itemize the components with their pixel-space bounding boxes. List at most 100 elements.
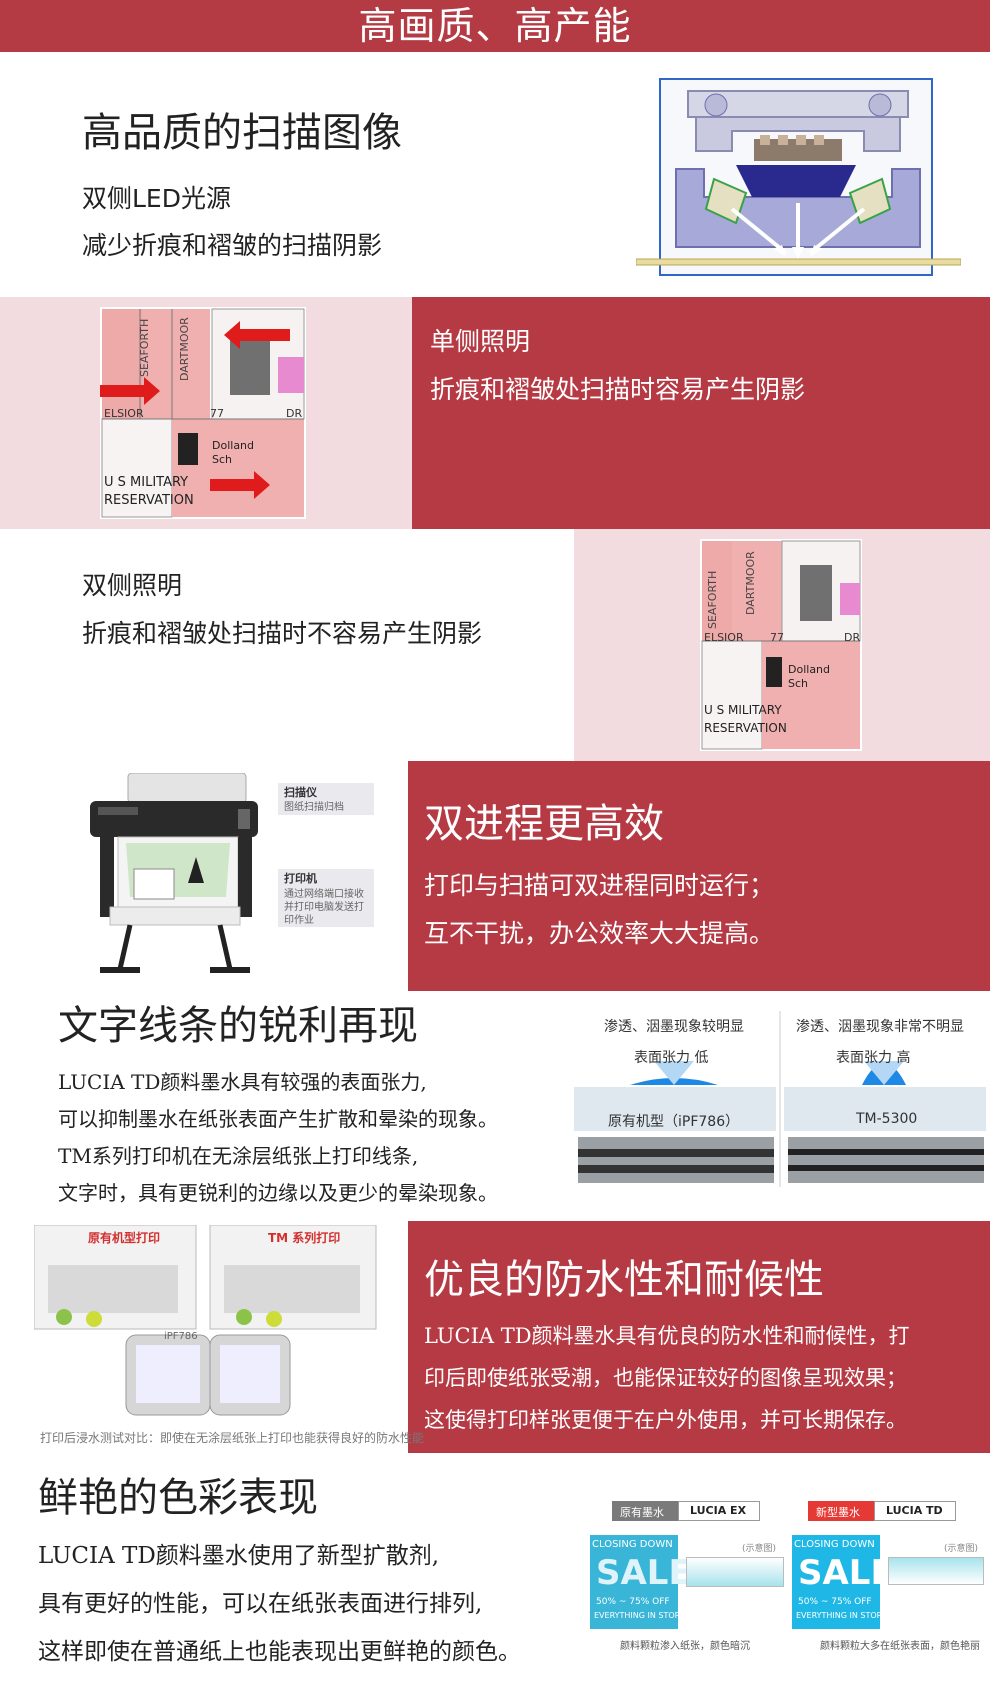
map-label: DR: [286, 407, 303, 420]
diagram-label: 原有机型（iPF786）: [608, 1114, 740, 1130]
paper-surface-right: [888, 1557, 984, 1585]
section-text-line: 互不干扰，办公效率大大提高。: [424, 919, 775, 948]
sale-word: SALE: [798, 1553, 894, 1593]
section-heading: 鲜艳的色彩表现: [38, 1475, 318, 1521]
name-box: [678, 1501, 760, 1521]
diagram-label: 表面张力 低: [634, 1050, 709, 1066]
paper-surface-left: [686, 1557, 784, 1587]
ink-tag: 原有墨水: [620, 1506, 664, 1519]
section-heading: 文字线条的锐利再现: [58, 1003, 418, 1049]
ink-name: LUCIA TD: [886, 1504, 943, 1517]
ink-compare-left-header: 原有墨水 LUCIA EX: [612, 1501, 760, 1521]
section-text-line: 打印与扫描可双进程同时运行；: [424, 871, 775, 900]
waterproof-test-image: 原有机型打印 TM 系列打印 iPF786: [34, 1225, 384, 1425]
sale-top: CLOSING DOWN: [794, 1539, 875, 1550]
banner-title: 高画质、高产能: [358, 4, 632, 48]
map-label: Sch: [788, 677, 809, 690]
sale-sub: 50% ~ 75% OFF: [798, 1597, 872, 1607]
section-heading: 双进程更高效: [424, 801, 664, 847]
section-dual-process: 双进程更高效 打印与扫描可双进程同时运行； 互不干扰，办公效率大大提高。: [0, 761, 990, 991]
map-label: DARTMOOR: [744, 551, 757, 615]
map-label: U S MILITARY: [704, 703, 782, 717]
section-text-line: 这使得打印样张更便于在户外使用，并可长期保存。: [424, 1408, 907, 1432]
map-label: Dolland: [212, 439, 255, 452]
section-text-line: 折痕和褶皱处扫描时容易产生阴影: [430, 375, 806, 404]
image-caption: 打印后浸水测试对比：即使在无涂层纸张上打印也能获得良好的防水性能: [40, 1431, 425, 1445]
map-label: DARTMOOR: [178, 317, 191, 381]
map-label: SEAFORTH: [138, 318, 151, 377]
section-heading: 高品质的扫描图像: [82, 110, 402, 156]
red-panel: [408, 761, 990, 991]
red-panel: [408, 1221, 990, 1453]
section-text-line: 折痕和褶皱处扫描时不容易产生阴影: [82, 619, 483, 648]
section-text-line: 具有更好的性能，可以在纸张表面进行排列,: [38, 1591, 483, 1617]
section-text-line: 可以抑制墨水在纸张表面产生扩散和晕染的现象。: [58, 1107, 498, 1131]
callout-printer: 打印机 通过网络端口接收 并打印电脑发送打 印作业: [278, 869, 374, 927]
section-text-line: 印后即使纸张受潮，也能保证较好的图像呈现效果；: [424, 1366, 907, 1390]
section-text-line: 减少折痕和褶皱的扫描阴影: [82, 231, 383, 260]
diagram-label: 渗透、洇墨现象非常不明显: [796, 1019, 964, 1035]
ink-compare-right-header: 新型墨水 LUCIA TD: [808, 1501, 956, 1521]
diagram-label: TM-5300: [856, 1111, 918, 1127]
map-label: ELSIOR: [104, 407, 144, 420]
map-label: ELSIOR: [704, 631, 744, 644]
image-label: iPF786: [164, 1331, 198, 1342]
section-scan-quality: 高品质的扫描图像 双侧LED光源 减少折痕和褶皱的扫描阴影: [0, 52, 990, 297]
section-vivid-color: 鲜艳的色彩表现 LUCIA TD颜料墨水使用了新型扩散剂, 具有更好的性能，可以…: [0, 1453, 990, 1705]
section-single-light: 单侧照明 折痕和褶皱处扫描时容易产生阴影 SEAFORTH DARTMOOR: [0, 297, 990, 529]
ink-tag: 新型墨水: [816, 1506, 860, 1519]
sale-word: SALE: [596, 1553, 692, 1593]
section-text-line: LUCIA TD颜料墨水具有较强的表面张力,: [58, 1070, 427, 1094]
section-dual-light: 双侧照明 折痕和褶皱处扫描时不容易产生阴影 SEAFORTH DARTMOOR …: [0, 529, 990, 761]
map-label: 77: [770, 631, 784, 644]
callout-title: 打印机: [284, 872, 317, 885]
map-label: DR: [844, 631, 861, 644]
image-label: 原有机型打印: [88, 1231, 161, 1245]
section-text-line: 双侧照明: [82, 571, 183, 600]
map-single-light-image: SEAFORTH DARTMOOR ELSIOR 77 DR Dolland S…: [100, 307, 306, 519]
callout-desc: 印作业: [284, 915, 314, 926]
section-text-line: TM系列打印机在无涂层纸张上打印线条,: [58, 1144, 419, 1168]
callout-title: 扫描仪: [284, 786, 317, 799]
section-text-line: 双侧LED光源: [82, 184, 231, 213]
ink-caption-left: 颜料颗粒渗入纸张，颜色暗沉: [620, 1641, 750, 1652]
sale-sub2: EVERYTHING IN STORE: [594, 1611, 686, 1620]
callout-desc: 并打印电脑发送打: [284, 902, 364, 913]
tag-box: [808, 1501, 874, 1521]
section-text-line: 这样即使在普通纸上也能表现出更鲜艳的颜色。: [38, 1639, 521, 1665]
diagram-label: 渗透、洇墨现象较明显: [604, 1019, 744, 1035]
sale-sample-left: CLOSING DOWN SALE 50% ~ 75% OFF EVERYTHI…: [590, 1535, 692, 1629]
map-dual-light-image: SEAFORTH DARTMOOR ELSIOR 77 DR Dolland S…: [700, 539, 862, 751]
ink-tension-diagram: 渗透、洇墨现象较明显 表面张力 低 原有机型（iPF786） 渗透、洇墨现象非常…: [574, 991, 986, 1201]
section-sharp-lines: 文字线条的锐利再现 LUCIA TD颜料墨水具有较强的表面张力, 可以抑制墨水在…: [0, 991, 990, 1221]
section-text-line: LUCIA TD颜料墨水具有优良的防水性和耐候性，打: [424, 1324, 910, 1348]
printer-scanner-image: [70, 773, 270, 983]
page-banner: 高画质、高产能: [0, 0, 990, 52]
map-label: RESERVATION: [704, 721, 787, 735]
callout-scanner: 扫描仪 图纸扫描归档: [278, 783, 374, 815]
section-heading: 优良的防水性和耐候性: [424, 1257, 824, 1303]
map-label: U S MILITARY: [104, 475, 189, 490]
map-label: 77: [210, 407, 224, 420]
section-text-line: LUCIA TD颜料墨水使用了新型扩散剂,: [38, 1543, 440, 1569]
map-label: Dolland: [788, 663, 831, 676]
scanner-led-diagram: [636, 77, 961, 277]
red-panel: [412, 297, 990, 529]
map-label: RESERVATION: [104, 493, 194, 508]
ink-caption-right: 颜料颗粒大多在纸张表面，颜色艳丽: [820, 1641, 980, 1652]
sale-sub2: EVERYTHING IN STORE: [796, 1611, 888, 1620]
map-label: SEAFORTH: [706, 570, 719, 629]
section-text-line: 文字时，具有更锐利的边缘以及更少的晕染现象。: [58, 1181, 498, 1205]
tag-box: [612, 1501, 678, 1521]
section-text-line: 单侧照明: [430, 327, 531, 356]
section-waterproof: 优良的防水性和耐候性 LUCIA TD颜料墨水具有优良的防水性和耐候性，打 印后…: [0, 1221, 990, 1453]
diagram-note: (示意图): [742, 1544, 777, 1554]
ink-name: LUCIA EX: [690, 1504, 747, 1517]
diagram-label: 表面张力 高: [836, 1050, 911, 1066]
map-label: Sch: [212, 453, 233, 466]
diagram-note: (示意图): [944, 1544, 979, 1554]
sale-top: CLOSING DOWN: [592, 1539, 673, 1550]
image-label: TM 系列打印: [268, 1231, 341, 1245]
sale-sub: 50% ~ 75% OFF: [596, 1597, 670, 1607]
